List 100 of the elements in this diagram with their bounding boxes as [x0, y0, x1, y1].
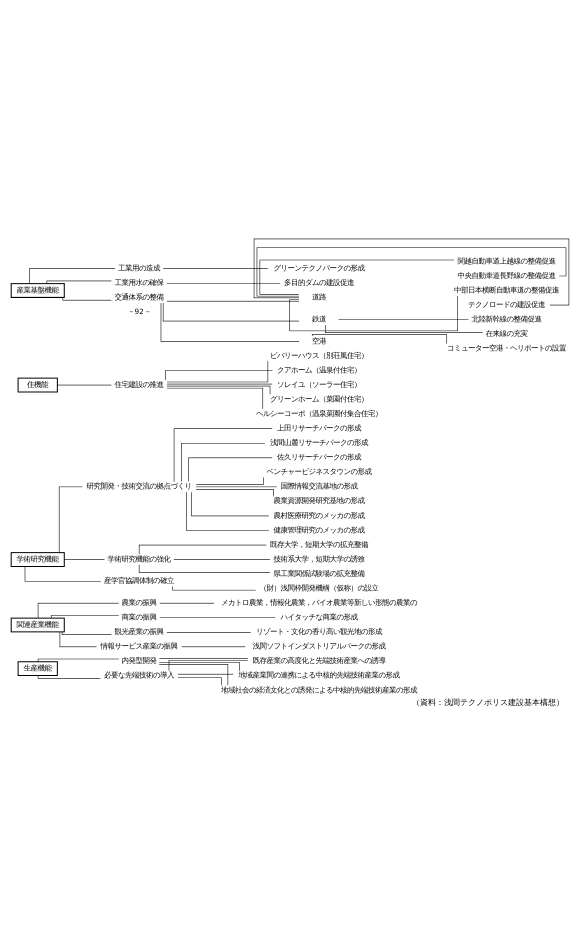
- connector: [166, 282, 280, 284]
- connector: [181, 442, 266, 482]
- connector: [62, 296, 112, 300]
- node-text: 工業用水の確保: [114, 278, 164, 287]
- node-text: 多目的ダムの建設促進: [284, 278, 354, 287]
- connector: [162, 302, 300, 321]
- label: －92－: [128, 306, 151, 316]
- node-text: リゾート・文化の香り高い観光地の形成: [256, 626, 382, 636]
- connector: [159, 602, 214, 603]
- connector: [38, 602, 119, 618]
- node-text: 中央自動車道長野線の整備促進: [458, 270, 556, 280]
- connector: [196, 476, 264, 484]
- node-text: 内発型開発: [122, 656, 157, 665]
- node-text: 鉄道: [312, 314, 326, 323]
- connector: [159, 664, 228, 685]
- connector: [166, 387, 264, 409]
- connector: [58, 486, 83, 552]
- connector: [160, 302, 300, 342]
- node-text: 浅間山麓リサーチパークの形成: [270, 438, 368, 447]
- connector: [29, 268, 116, 284]
- connector: [186, 491, 270, 530]
- node-text: 浅間ソフトインダストリアルパークの形成: [252, 641, 386, 650]
- node-text: 技術系大学，短期大学の誘致: [273, 554, 364, 563]
- connector: [289, 295, 458, 331]
- connector: [166, 385, 270, 394]
- node-text: テクノロードの建設促進: [468, 299, 546, 308]
- node-text: （財）浅間枠開発機構（仮称）の設立: [259, 582, 378, 592]
- connector: [64, 558, 105, 560]
- node-box: 生産機能: [18, 660, 58, 676]
- connector: [196, 488, 274, 496]
- node-text: ベンチャービジネスタウンの形成: [266, 466, 372, 476]
- node-text: 産学官協調体制の確立: [104, 576, 174, 585]
- node-text: 工業用の造成: [118, 263, 160, 272]
- node-text: 商業の振興: [122, 612, 157, 622]
- node-box: 産業基盤機能: [10, 282, 65, 298]
- connector: [158, 662, 240, 671]
- node-text: 地域社会の経済文化との誘発による中核的先端技術産業の形成: [220, 684, 417, 694]
- connector: [254, 238, 570, 305]
- connector: [62, 631, 112, 634]
- node-text: 農業の振興: [122, 598, 157, 607]
- connector: [159, 616, 276, 618]
- connector: [178, 673, 234, 674]
- connector: [60, 631, 97, 647]
- connector: [191, 491, 270, 516]
- node-text: グリーンテクノパークの形成: [273, 263, 364, 272]
- node-box: 関連産業機能: [10, 617, 65, 632]
- connector: [172, 586, 256, 590]
- node-text: ヘルシーコーポ（温泉菜園付集合住宅）: [256, 408, 382, 418]
- connector: [181, 646, 246, 647]
- connector: [46, 280, 112, 284]
- node-text: 健康管理研究のメッカの形成: [273, 524, 364, 534]
- connector: [24, 566, 102, 582]
- node-text: 国際情報交流基地の形成: [280, 481, 358, 490]
- connector: [325, 324, 483, 332]
- connector: [165, 370, 273, 380]
- connector: [178, 676, 222, 686]
- node-text: 関越自動車道上越線の整備促進: [458, 256, 556, 265]
- node-text: 既存産業の高度化と先端技術産業への誘導: [252, 656, 386, 665]
- node-text: 既存大学，短期大学の拡充整備: [270, 539, 368, 548]
- node-text: 観光産業の振興: [114, 626, 164, 636]
- node-text: 空港: [312, 336, 326, 345]
- node-text: 佐久リサーチパークの形成: [276, 452, 361, 462]
- connector: [256, 246, 566, 296]
- node-text: ソレイユ（ソーラー住宅）: [276, 379, 361, 388]
- node-text: 北陸新幹線の整備促進: [472, 314, 542, 323]
- node-text: 農業資源開発研究基地の形成: [273, 496, 364, 505]
- connector: [338, 318, 469, 320]
- connector: [174, 428, 272, 482]
- connector: [312, 334, 448, 344]
- node-text: 研究開発・技術交流の拠点づくり: [86, 481, 192, 490]
- node-text: 交通体系の整備: [114, 292, 164, 302]
- connector: [138, 544, 267, 554]
- node-text: 中部日本横断自動車道の整備促進: [454, 284, 560, 294]
- node-box: 住機能: [18, 377, 58, 392]
- node-text: 上田リサーチパークの形成: [276, 423, 361, 432]
- node-text: 農村医療研究のメッカの形成: [273, 510, 364, 520]
- node-text: 地域産業間の連携による中核的先端技術産業の形成: [238, 670, 400, 680]
- node-text: 情報サービス産業の振興: [100, 641, 178, 650]
- node-text: 道路: [312, 292, 326, 302]
- connector: [166, 360, 268, 382]
- node-box: 学術研究機能: [10, 552, 65, 566]
- node-text: 学術研究機能の強化: [108, 554, 171, 563]
- connector: [174, 558, 270, 560]
- connector: [138, 564, 270, 572]
- connector: [57, 384, 112, 385]
- connector: [196, 486, 278, 487]
- connector: [38, 658, 120, 662]
- node-text: ハイタッチな商業の形成: [280, 612, 358, 622]
- node-text: 在来線の充実: [486, 328, 528, 338]
- node-text: ビバリーハウス（別荘風住宅）: [270, 350, 368, 360]
- node-text: 県工業関係試験場の拡充整備: [273, 568, 364, 578]
- node-text: クアホーム（温泉付住宅）: [276, 364, 361, 374]
- connector: [260, 259, 454, 294]
- node-text: 住宅建設の推進: [114, 379, 164, 388]
- connector: [166, 300, 300, 301]
- connector: [168, 660, 248, 670]
- node-text: 必要な先端技術の導入: [104, 670, 174, 680]
- connector: [50, 614, 120, 618]
- connector: [38, 674, 101, 678]
- connector: [162, 268, 268, 269]
